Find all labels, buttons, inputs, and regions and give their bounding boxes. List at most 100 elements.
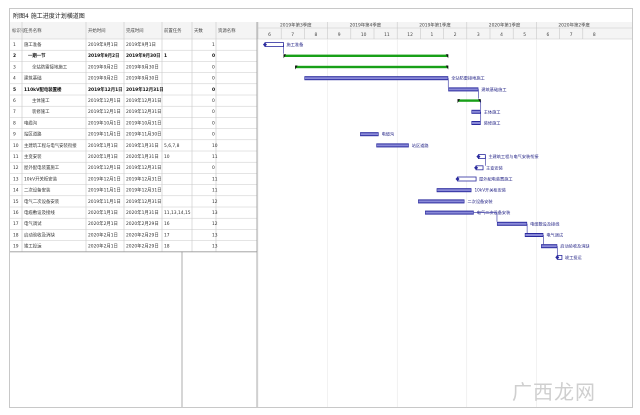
bar-label: 主体施工: [484, 108, 501, 115]
cell-finish: 2019年9月1日: [126, 41, 156, 48]
cell-pred: 18: [164, 244, 170, 250]
milestone-bar: [457, 176, 477, 182]
cell-start: 2019年12月1日: [88, 175, 121, 182]
cell-duration: 0: [212, 165, 215, 171]
cell-name: 主建筑工程与电气安装衔接: [24, 142, 77, 149]
column-header-start: 开始时间: [88, 27, 106, 34]
bar-label: 电缆敷设及接线: [530, 220, 560, 227]
summary-cap-left: [283, 54, 287, 59]
cell-start: 2019年12月1日: [88, 108, 121, 115]
bar-label: 屋外配电装置施工: [479, 176, 513, 183]
cell-start: 2019年11月1日: [88, 131, 121, 138]
summary-bar: [457, 99, 481, 102]
cell-duration: 11: [212, 188, 218, 194]
month-header: 11: [384, 32, 390, 38]
cell-start: 2020年1月1日: [88, 209, 118, 216]
cell-start: 2019年11月1日: [88, 198, 121, 205]
cell-finish: 2019年12月31日: [126, 175, 162, 182]
task-bar-hatch: [448, 88, 478, 91]
cell-id: 15: [13, 199, 19, 205]
cell-start: 2020年2月1日: [88, 243, 118, 250]
dependency-link: [473, 212, 498, 222]
cell-id: 6: [13, 98, 16, 104]
cell-id: 9: [13, 132, 16, 138]
month-header: 8: [593, 32, 596, 38]
month-header: 6: [268, 32, 271, 38]
bar-label: 装修施工: [484, 120, 501, 127]
cell-id: 7: [13, 109, 16, 115]
month-header: 12: [407, 32, 413, 38]
cell-finish: 2019年12月31日: [126, 108, 162, 115]
month-header: 8: [315, 32, 318, 38]
cell-duration: 0: [212, 87, 215, 93]
cell-id: 18: [13, 232, 19, 238]
cell-finish: 2020年2月29日: [126, 220, 159, 227]
cell-name: 二次设备安装: [24, 187, 51, 194]
cell-duration: 0: [212, 120, 215, 126]
cell-name: 电气调试: [24, 220, 42, 227]
month-header: 1: [431, 32, 434, 38]
bar-label: 主建筑工程与电气安装衔接: [488, 153, 539, 160]
cell-duration: 0: [212, 98, 215, 104]
summary-cap-left: [295, 65, 298, 70]
cell-pred: 10: [164, 154, 170, 160]
summary-cap-left: [457, 99, 461, 104]
cell-start: 2019年9月2日: [88, 75, 118, 82]
quarter-header: 2020年第1季度: [489, 22, 521, 29]
cell-duration: 1: [212, 42, 215, 48]
task-bar-hatch: [525, 234, 543, 236]
quarter-header: 2019年第3季度: [280, 22, 312, 29]
column-header-name: 任务名称: [24, 27, 42, 34]
cell-duration: 13: [212, 244, 218, 250]
cell-pred: 16: [164, 221, 170, 227]
cell-start: 2019年12月1日: [88, 86, 123, 93]
cell-finish: 2020年2月29日: [126, 231, 159, 238]
cell-finish: 2020年1月31日: [126, 153, 159, 160]
cell-name: 施工准备: [24, 41, 42, 48]
bar-label: 电气调试: [546, 232, 564, 239]
cell-name: 主体施工: [32, 97, 50, 104]
month-header: 3: [477, 32, 480, 38]
cell-id: 4: [13, 76, 16, 82]
cell-pred: 5,6,7,8: [164, 143, 180, 149]
cell-id: 14: [13, 188, 19, 194]
cell-duration: 0: [212, 53, 215, 59]
watermark-logo: 广西龙网: [512, 380, 596, 404]
bar-label: 电缆沟: [382, 131, 395, 138]
bar-label: 竣工投运: [565, 254, 583, 261]
task-bar-hatch: [418, 200, 464, 203]
milestone-diamond: [474, 165, 479, 170]
cell-duration: 12: [212, 221, 218, 227]
month-header: 4: [500, 32, 503, 38]
cell-name: 电气二次设备安装: [24, 198, 60, 205]
cell-name: 110kV配电装置楼: [24, 86, 62, 93]
column-header-duration: 天数: [194, 27, 203, 34]
month-header: 6: [547, 32, 550, 38]
cell-start: 2019年9月2日: [88, 52, 120, 59]
cell-id: 10: [13, 143, 19, 149]
cell-name: 全站防雷接地施工: [32, 63, 68, 70]
task-bar-hatch: [437, 189, 471, 192]
cell-id: 13: [13, 176, 19, 182]
cell-name: 一期一节: [28, 52, 46, 59]
quarter-header: 2020年第2季度: [558, 22, 590, 29]
month-header: 2: [454, 32, 457, 38]
cell-id: 12: [13, 165, 19, 171]
cell-name: 屋外配电装置施工: [24, 164, 60, 171]
milestone-diamond: [455, 176, 460, 182]
cell-finish: 2019年9月30日: [126, 52, 161, 59]
cell-start: 2020年1月1日: [88, 153, 118, 160]
month-header: 10: [361, 32, 367, 38]
cell-duration: 13: [212, 210, 218, 216]
quarter-header: 2019年第1季度: [419, 22, 451, 29]
task-bar-hatch: [305, 77, 448, 80]
task-bar-hatch: [541, 245, 557, 248]
bar-label: 建筑基础施工: [481, 86, 506, 93]
cell-finish: 2019年11月30日: [126, 131, 162, 138]
milestone-bar: [264, 42, 284, 47]
column-header-id: 标识号: [12, 27, 26, 34]
task-bar-hatch: [376, 144, 409, 147]
cell-duration: 0: [212, 132, 215, 138]
bar-label: 全站防雷接地施工: [451, 75, 485, 82]
